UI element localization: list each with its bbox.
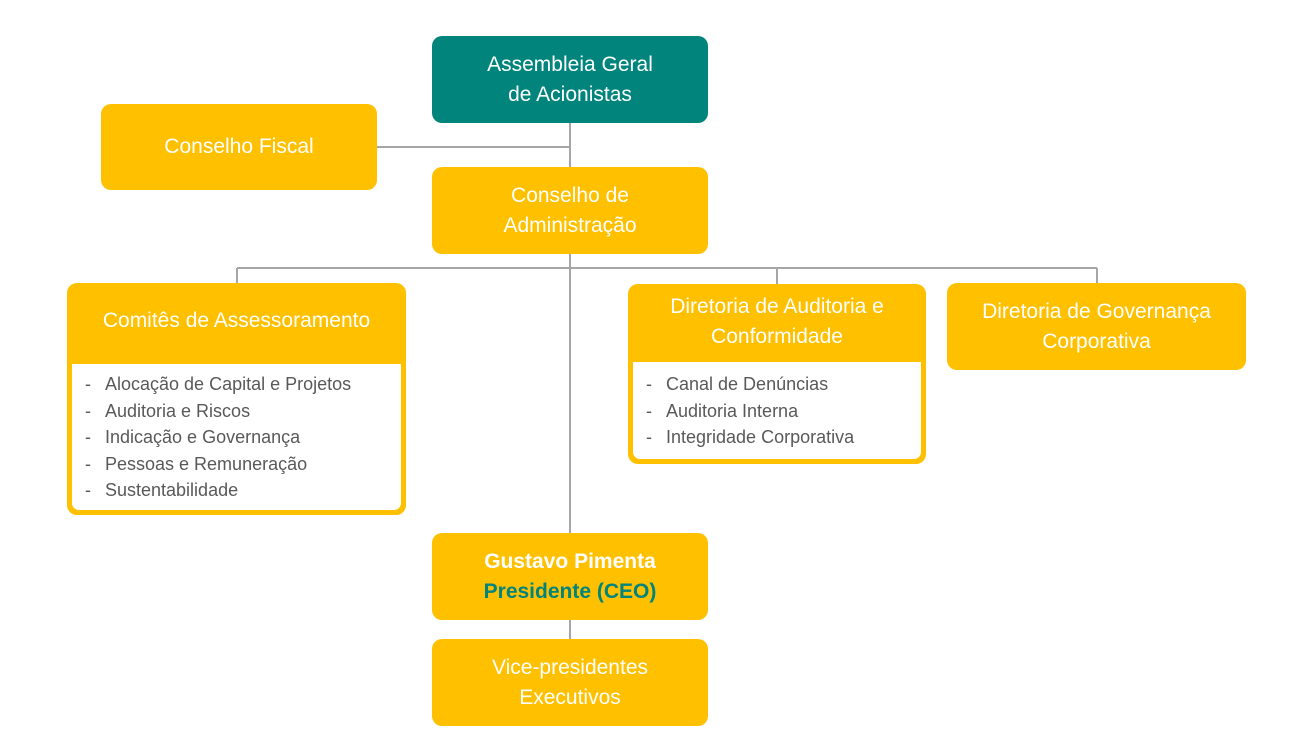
- list-item: -Integridade Corporativa: [646, 427, 855, 447]
- list-item: -Auditoria Interna: [646, 400, 799, 421]
- list-item: -Pessoas e Remuneração: [85, 453, 308, 474]
- list-item: -Canal de Denúncias: [646, 374, 829, 394]
- node-label-line: Conselho Fiscal: [164, 135, 314, 158]
- node-label-line: Administração: [503, 213, 637, 237]
- node-label-line: Assembleia Geral: [487, 52, 653, 76]
- ceo-name: Gustavo Pimenta: [484, 549, 656, 573]
- node-assembleia-geral: Assembleia Geral de Acionistas: [432, 36, 708, 123]
- node-diretoria-governanca: Diretoria de Governança Corporativa: [947, 283, 1246, 370]
- list-item: -Auditoria e Riscos: [85, 400, 251, 421]
- panel-list-area: -Canal de Denúncias -Auditoria Interna -…: [633, 362, 921, 459]
- panel-title: Diretoria de Auditoria e Conformidade: [628, 292, 926, 352]
- node-label-line: Vice-presidentes: [491, 655, 649, 679]
- node-vice-presidentes: Vice-presidentes Executivos: [432, 639, 708, 726]
- node-label-line: Corporativa: [1042, 329, 1151, 353]
- panel-title: Comitês de Assessoramento: [102, 309, 371, 332]
- list-item: -Indicação e Governança: [85, 427, 301, 447]
- panel-list-area: -Alocação de Capital e Projetos -Auditor…: [72, 364, 401, 510]
- list-item: -Sustentabilidade: [85, 480, 239, 500]
- node-conselho-administracao: Conselho de Administração: [432, 167, 708, 254]
- list-item: -Alocação de Capital e Projetos: [85, 374, 352, 394]
- node-ceo: Gustavo Pimenta Presidente (CEO): [432, 533, 708, 620]
- ceo-role: Presidente (CEO): [483, 579, 657, 603]
- node-label-line: Diretoria de Governança: [982, 299, 1211, 323]
- panel-title-line: Diretoria de Auditoria e: [670, 295, 884, 318]
- node-label-line: de Acionistas: [508, 82, 632, 106]
- node-label-line: Conselho de: [511, 183, 629, 207]
- panel-title-line: Conformidade: [711, 325, 843, 348]
- audit-list: -Canal de Denúncias -Auditoria Interna -…: [633, 362, 921, 451]
- committee-list: -Alocação de Capital e Projetos -Auditor…: [72, 364, 401, 504]
- node-label-line: Executivos: [519, 685, 621, 709]
- node-comites-assessoramento: Comitês de Assessoramento -Alocação de C…: [67, 283, 406, 515]
- node-diretoria-auditoria: Diretoria de Auditoria e Conformidade -C…: [628, 284, 926, 464]
- node-conselho-fiscal: Conselho Fiscal: [101, 104, 377, 190]
